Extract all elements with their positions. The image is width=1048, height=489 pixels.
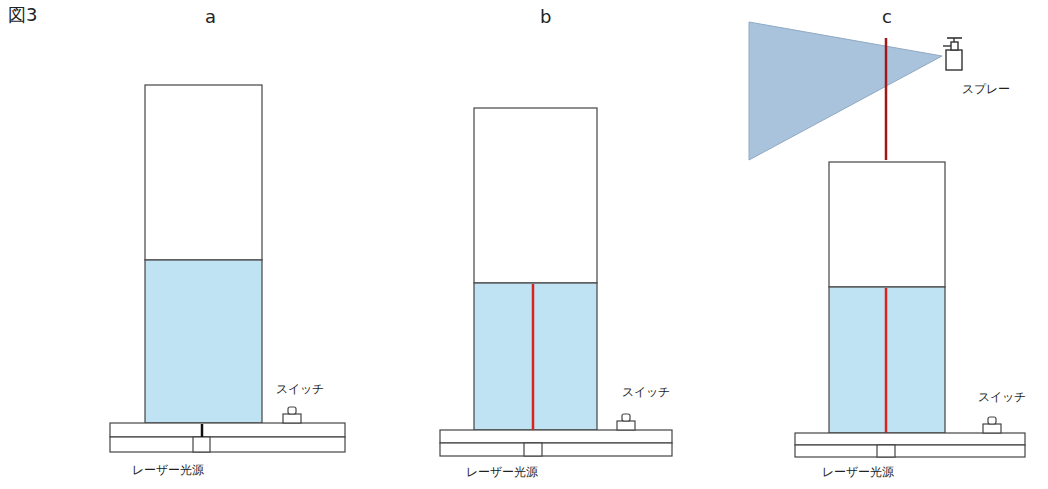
panel-letter: c — [882, 6, 892, 28]
spray-label: スプレー — [962, 82, 1010, 96]
switch-label: スイッチ — [978, 390, 1026, 404]
switch-label: スイッチ — [276, 382, 324, 396]
switch-label: スイッチ — [622, 385, 670, 399]
panel-letter: a — [205, 6, 216, 28]
setup-a — [110, 85, 345, 452]
panel-letter: b — [540, 6, 551, 28]
laser-source-label: レーザー光源 — [132, 463, 204, 477]
setup-b — [440, 108, 672, 456]
laser-source-label: レーザー光源 — [822, 465, 894, 479]
laser-source-label: レーザー光源 — [466, 465, 538, 479]
setup-c — [749, 22, 1025, 457]
figure-number: 図3 — [8, 4, 37, 26]
